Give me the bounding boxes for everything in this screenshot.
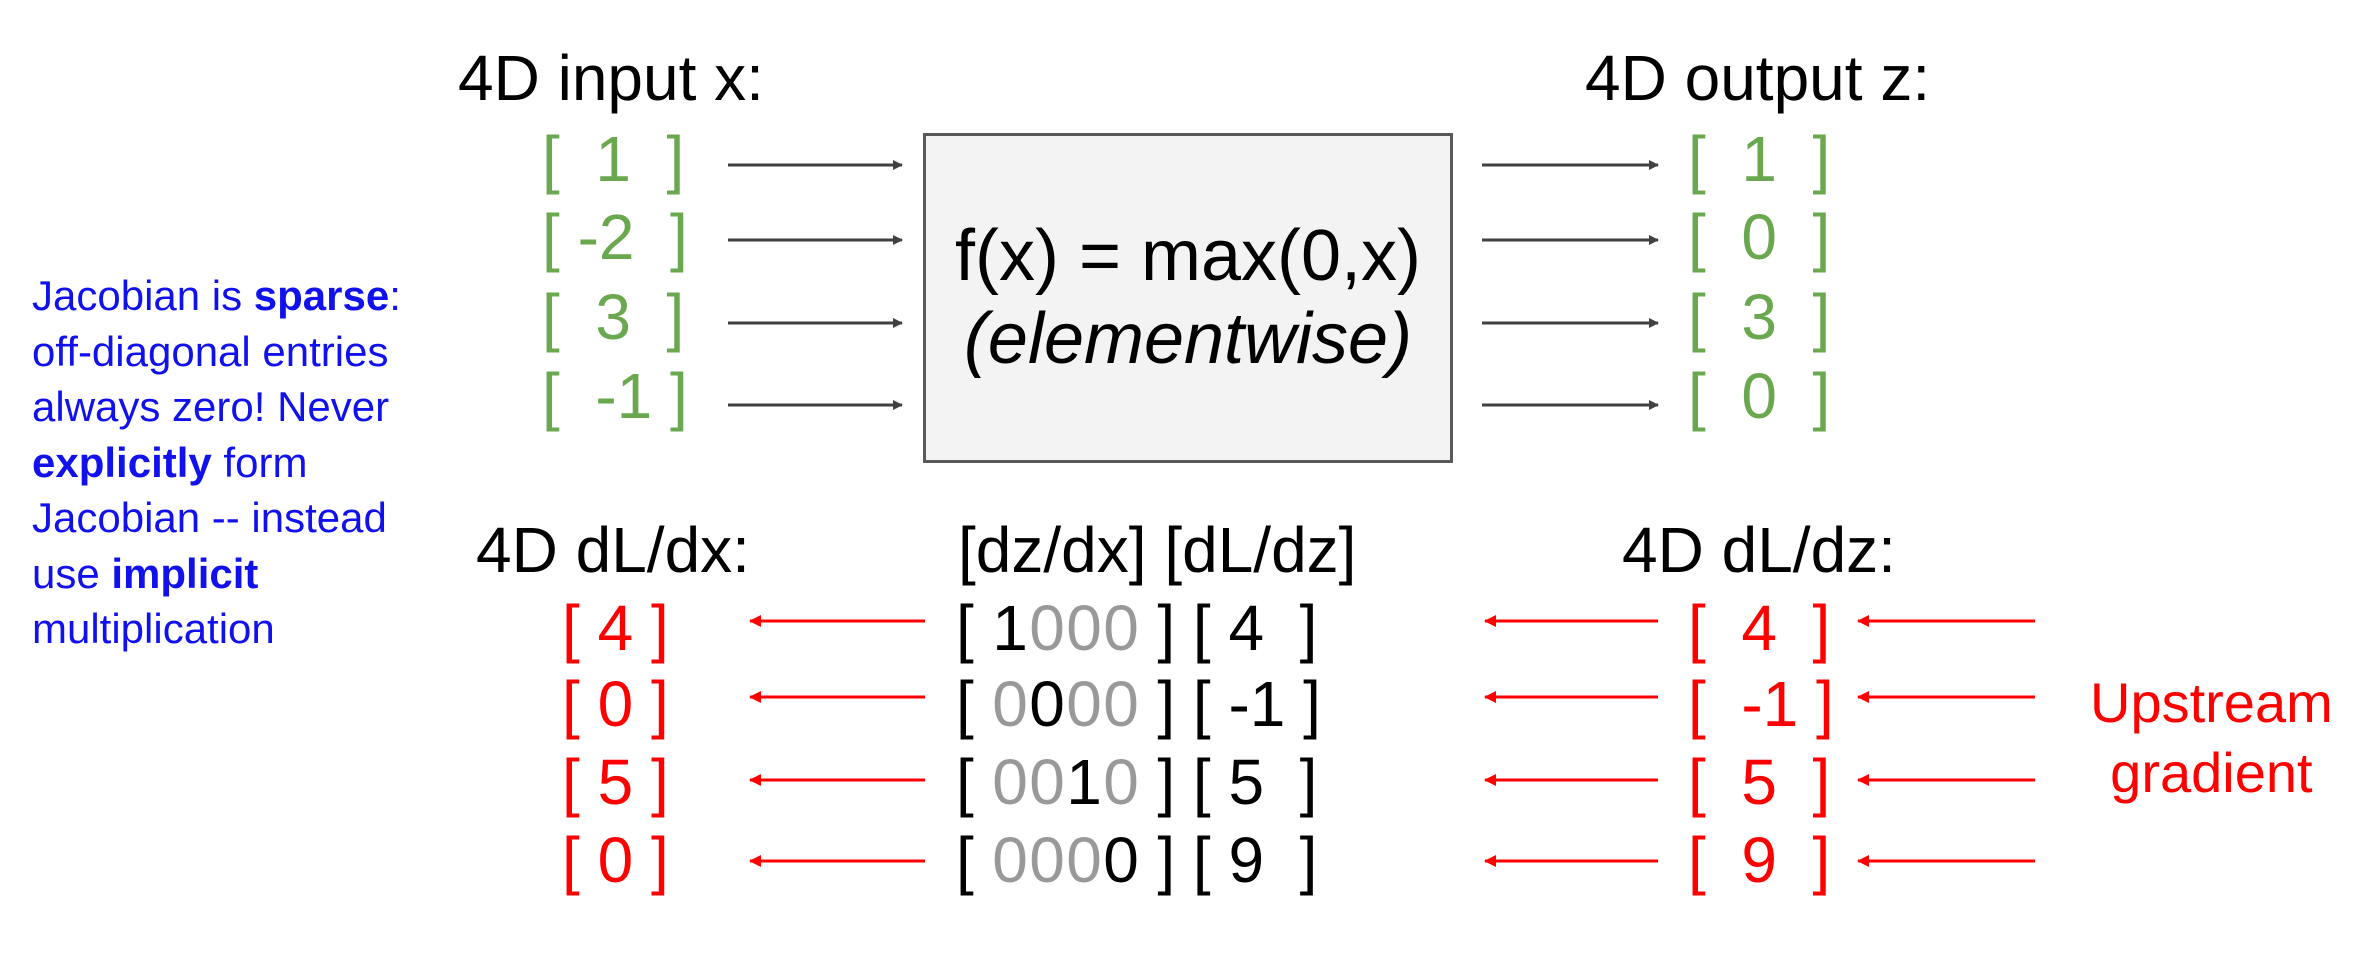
jacobian-cell: 1: [1066, 746, 1102, 818]
dldz-entry: [ 5 ]: [1192, 746, 1318, 818]
dldz-entry: [ 9 ]: [1192, 824, 1318, 896]
jacobian-cell: 0: [1066, 824, 1102, 896]
dz-row: [ -1 ]: [1688, 668, 1834, 740]
note-text: multiplication: [32, 605, 275, 652]
dldz-entry: [ 4 ]: [1192, 592, 1318, 664]
dx-label: 4D dL/dx:: [476, 514, 750, 586]
note-bold: explicitly: [32, 438, 212, 486]
jacobian-row: [ 0010 ] [ 5 ]: [956, 746, 1318, 818]
dz-row: [ 5 ]: [1688, 746, 1831, 818]
upstream-line: gradient: [2110, 741, 2313, 804]
output-label: 4D output z:: [1585, 42, 1931, 114]
jacobian-cell: 0: [1103, 746, 1139, 818]
dz-row: [ 4 ]: [1688, 592, 1831, 664]
output-row: [ 1 ]: [1688, 123, 1831, 195]
function-box: f(x) = max(0,x) (elementwise): [923, 133, 1453, 463]
dz-row: [ 9 ]: [1688, 824, 1831, 896]
note-bold: implicit: [111, 549, 259, 597]
dx-row: [ 4 ]: [562, 592, 669, 664]
dx-row: [ 0 ]: [562, 668, 669, 740]
dx-row: [ 5 ]: [562, 746, 669, 818]
dldz-entry: [ -1 ]: [1192, 668, 1321, 740]
jacobian-cell: 0: [1066, 592, 1102, 664]
jacobian-cell: 1: [992, 592, 1028, 664]
upstream-gradient-label: Upstream gradient: [2090, 668, 2333, 808]
function-formula: f(x) = max(0,x): [954, 216, 1422, 297]
jacobian-row: [ 0000 ] [ -1 ]: [956, 668, 1321, 740]
note-text: form Jacobian -- instead use: [32, 438, 387, 597]
jacobian-cell: 0: [1103, 824, 1139, 896]
dz-label: 4D dL/dz:: [1622, 514, 1896, 586]
output-row: [ 0 ]: [1688, 360, 1831, 432]
jacobian-cell: 0: [1029, 746, 1065, 818]
note-text: Jacobian is: [32, 272, 254, 319]
jacobian-cell: 0: [1066, 668, 1102, 740]
output-row: [ 0 ]: [1688, 201, 1831, 273]
input-label: 4D input x:: [458, 42, 764, 114]
jacobian-row: [ 1000 ] [ 4 ]: [956, 592, 1318, 664]
jacobian-cell: 0: [1029, 668, 1065, 740]
note-text: : off-diagonal entries always zero! Neve…: [32, 272, 401, 430]
sparsity-note: Jacobian is sparse: off-diagonal entries…: [32, 268, 462, 657]
upstream-line: Upstream: [2090, 671, 2333, 734]
input-row: [ 1 ]: [542, 123, 685, 195]
jacobian-cell: 0: [1029, 592, 1065, 664]
note-bold: sparse: [253, 272, 390, 319]
product-label: [dz/dx] [dL/dz]: [958, 514, 1357, 586]
jacobian-cell: 0: [1103, 592, 1139, 664]
jacobian-cell: 0: [992, 824, 1028, 896]
input-row: [ -2 ]: [542, 201, 688, 273]
jacobian-cell: 0: [992, 668, 1028, 740]
output-row: [ 3 ]: [1688, 281, 1831, 353]
function-mode: (elementwise): [963, 299, 1413, 379]
jacobian-cell: 0: [992, 746, 1028, 818]
input-row: [ 3 ]: [542, 281, 685, 353]
jacobian-row: [ 0000 ] [ 9 ]: [956, 824, 1318, 896]
input-row: [ -1 ]: [542, 360, 688, 432]
jacobian-cell: 0: [1029, 824, 1065, 896]
jacobian-cell: 0: [1103, 668, 1139, 740]
dx-row: [ 0 ]: [562, 824, 669, 896]
